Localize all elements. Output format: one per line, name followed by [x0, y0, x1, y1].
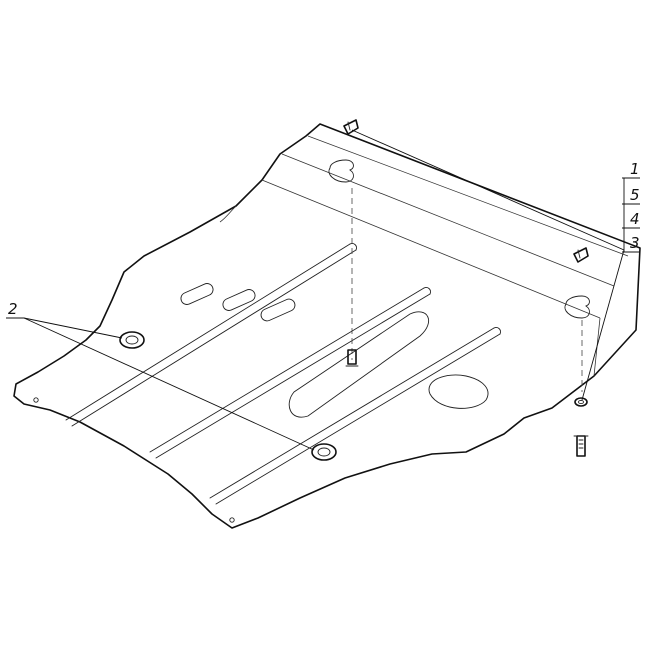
drain-opening	[428, 374, 489, 409]
callout-label-1: 1	[630, 160, 640, 178]
flange-slot-left	[328, 159, 354, 183]
mounting-hole-left	[33, 397, 39, 403]
slot-2	[222, 289, 256, 311]
mounting-hole-bottom	[229, 517, 235, 523]
flange-bend-line-2	[281, 153, 615, 287]
bolt-right	[573, 435, 589, 457]
callout-label-5: 5	[630, 186, 640, 204]
flange-slot-right	[564, 295, 590, 319]
stiffener-rib-2	[149, 287, 431, 459]
callout-label-2: 2	[8, 300, 18, 318]
bolt-center	[345, 349, 359, 367]
callout-label-4: 4	[630, 210, 640, 228]
flange-bend-line-1	[307, 135, 629, 257]
flange-clip-right	[573, 247, 589, 263]
long-oval-opening	[288, 311, 430, 418]
slot-3	[260, 298, 296, 322]
flange-bend-line-3	[261, 179, 601, 319]
washer-right	[574, 397, 588, 407]
slot-1	[180, 283, 214, 305]
stiffener-rib-1	[65, 243, 357, 427]
grommet-lower	[311, 443, 337, 461]
skid-plate-outline	[13, 123, 641, 529]
side-bend-line	[219, 205, 237, 223]
leader-1	[351, 129, 625, 251]
leader-2-upper	[6, 317, 123, 339]
leader-2-lower	[23, 317, 315, 451]
stiffener-rib-3	[209, 327, 501, 505]
grommet-upper	[119, 331, 145, 349]
flange-clip-left	[343, 119, 359, 135]
callout-label-3: 3	[630, 234, 640, 252]
leader-3	[581, 249, 625, 401]
